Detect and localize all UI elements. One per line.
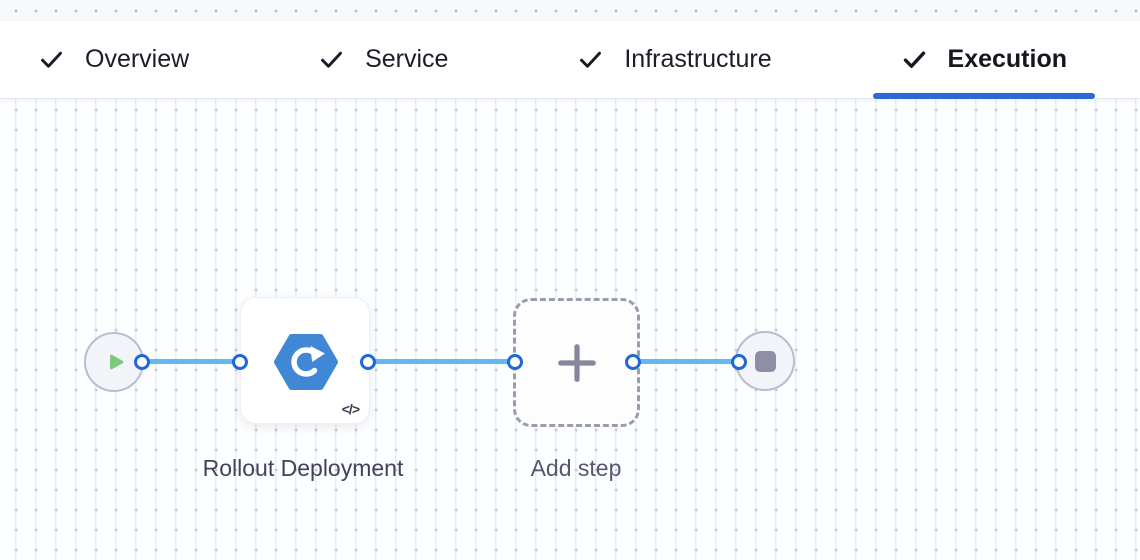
add-step-node[interactable] [513,298,640,427]
play-icon [110,354,124,370]
tab-execution[interactable]: Execution [872,21,1095,99]
check-icon [321,51,343,68]
stage-tab-bar: Overview Service Infrastructure Executio… [0,21,1140,99]
canvas-top-strip [0,0,1140,21]
check-icon [903,51,925,68]
edge-start-to-step [142,359,240,364]
rollout-deployment-icon [274,334,338,390]
port-start-out[interactable] [134,354,150,370]
plus-icon [557,343,596,382]
edge-addstep-to-end [633,359,739,364]
pipeline-canvas[interactable]: </> Rollout Deployment Add step [0,99,1140,560]
check-icon [580,51,602,68]
tab-label: Execution [947,45,1067,73]
tab-service[interactable]: Service [290,21,476,98]
step-label-add-step: Add step [530,455,622,481]
code-icon: </> [341,401,360,417]
step-label-rollout-deployment: Rollout Deployment [202,455,404,481]
tab-label: Overview [85,45,190,73]
port-step-in[interactable] [232,354,248,370]
tab-infrastructure[interactable]: Infrastructure [549,21,799,98]
port-step-out[interactable] [360,354,376,370]
check-icon [41,51,62,68]
active-tab-underline [872,93,1095,99]
port-addstep-out[interactable] [625,354,641,370]
port-end-in[interactable] [731,354,747,370]
tab-overview[interactable]: Overview [10,21,217,98]
step-node-rollout-deployment[interactable]: </> [240,297,370,424]
edge-step-to-addstep [368,359,515,364]
tab-label: Service [365,45,449,73]
tab-label: Infrastructure [624,45,772,73]
stop-icon [754,350,776,372]
port-addstep-in[interactable] [507,354,523,370]
